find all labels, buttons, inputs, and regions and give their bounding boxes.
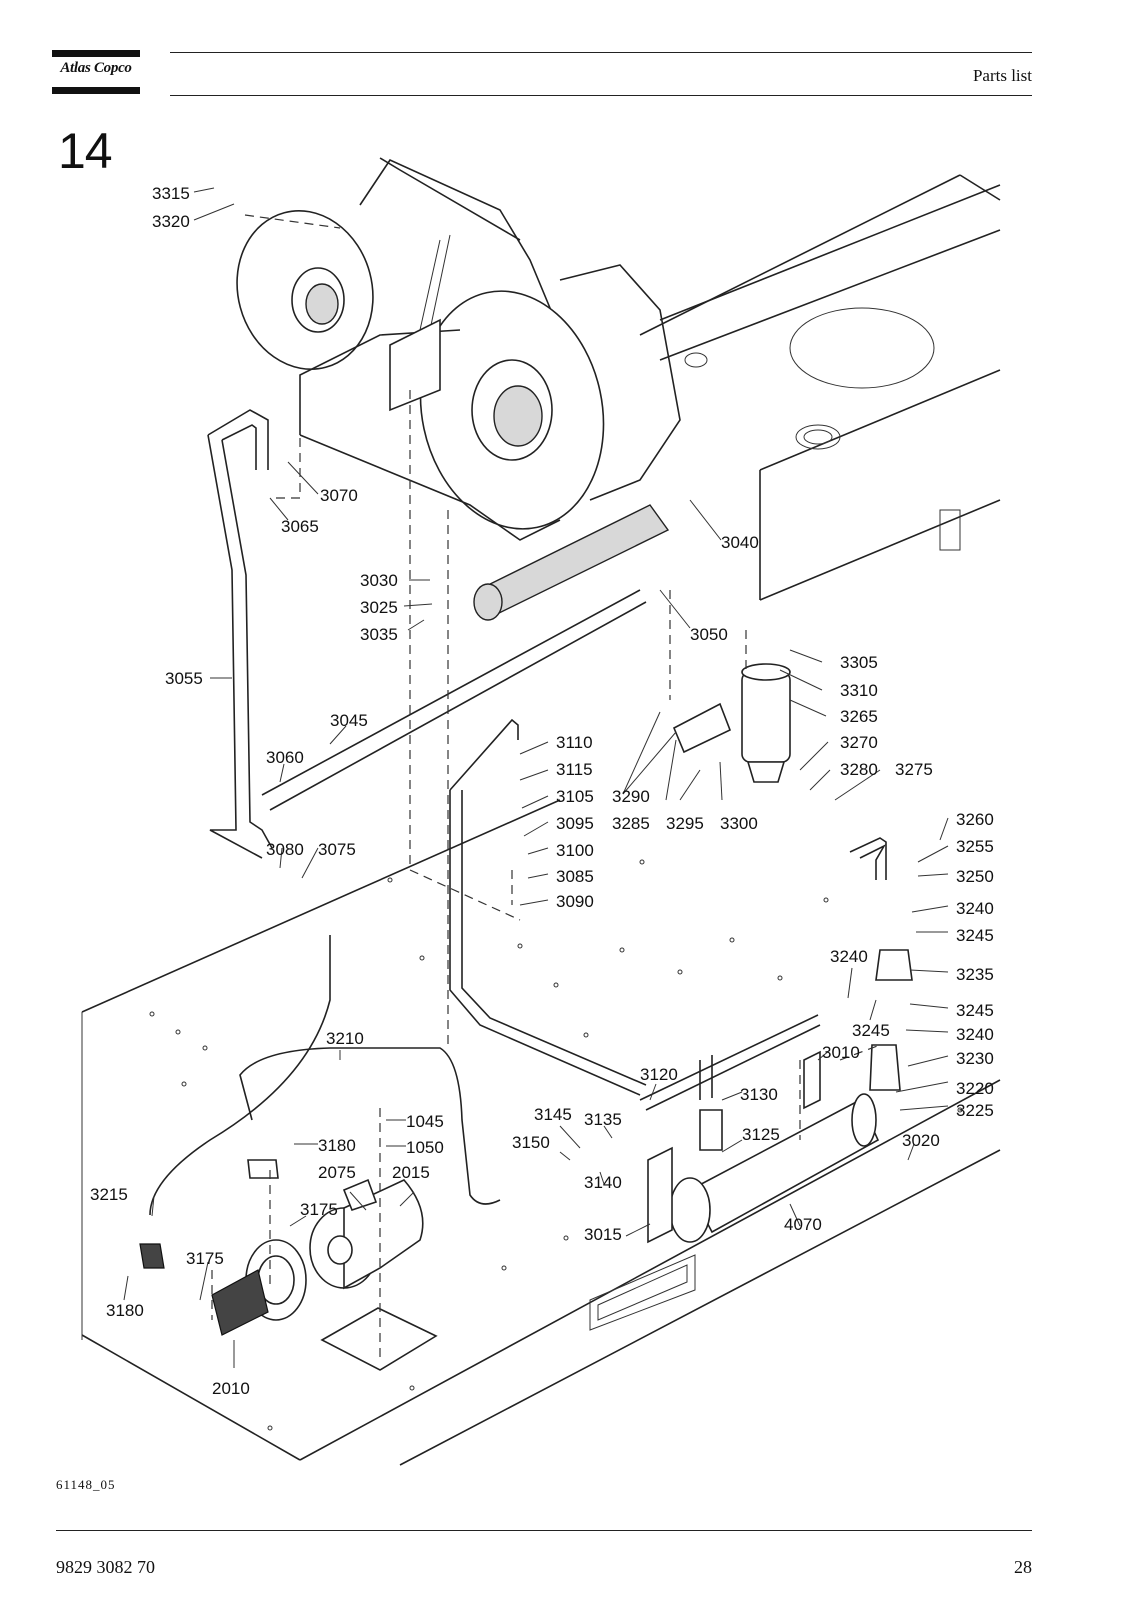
callout-3145: 3145 <box>534 1105 572 1124</box>
callout-3245-a: 3245 <box>956 926 994 945</box>
callout-3250: 3250 <box>956 867 994 886</box>
callout-3060: 3060 <box>266 748 304 767</box>
callout-3125: 3125 <box>742 1125 780 1144</box>
callout-3065: 3065 <box>281 517 319 536</box>
callout-3115: 3115 <box>556 760 593 779</box>
callout-3040: 3040 <box>721 533 759 552</box>
callout-3265: 3265 <box>840 707 878 726</box>
logo-brand-text: Atlas Copco <box>60 60 132 76</box>
callout-3120: 3120 <box>640 1065 678 1084</box>
callout-3100: 3100 <box>556 841 594 860</box>
frame-outline <box>81 174 1001 1466</box>
callout-3095: 3095 <box>556 814 594 833</box>
footer-rule <box>56 1530 1032 1531</box>
callout-3105: 3105 <box>556 787 594 806</box>
callout-3015: 3015 <box>584 1225 622 1244</box>
part-callouts: 3315 3320 3070 3065 3040 3030 3025 3035 … <box>90 184 994 1398</box>
header-title: Parts list <box>972 66 1032 85</box>
callout-3175-b: 3175 <box>186 1249 224 1268</box>
callout-3130: 3130 <box>740 1085 778 1104</box>
callout-3245-c: 3245 <box>852 1021 890 1040</box>
callout-2010: 2010 <box>212 1379 250 1398</box>
callout-3245-b: 3245 <box>956 1001 994 1020</box>
callout-1045: 1045 <box>406 1112 444 1131</box>
callout-3175-a: 3175 <box>300 1200 338 1219</box>
callout-3225: 3225 <box>956 1101 994 1120</box>
header-rule-bottom <box>170 95 1032 96</box>
callout-3025: 3025 <box>360 598 398 617</box>
callout-3030: 3030 <box>360 571 398 590</box>
callout-3275: 3275 <box>895 760 933 779</box>
callout-3090: 3090 <box>556 892 594 911</box>
base-mounting-holes <box>149 859 963 1431</box>
callout-3020: 3020 <box>902 1131 940 1150</box>
callout-3055: 3055 <box>165 669 203 688</box>
callout-3180-b: 3180 <box>106 1301 144 1320</box>
document-number: 9829 3082 70 <box>56 1557 155 1577</box>
callout-3075: 3075 <box>318 840 356 859</box>
callout-3235: 3235 <box>956 965 994 984</box>
callout-3320: 3320 <box>152 212 190 231</box>
callout-3295: 3295 <box>666 814 704 833</box>
section-number: 14 <box>58 123 113 179</box>
callout-3085: 3085 <box>556 867 594 886</box>
callout-3240-b: 3240 <box>830 947 868 966</box>
callout-3210: 3210 <box>326 1029 364 1048</box>
callout-3305: 3305 <box>840 653 878 672</box>
callout-3230: 3230 <box>956 1049 994 1068</box>
callout-3240-c: 3240 <box>956 1025 994 1044</box>
callout-3150: 3150 <box>512 1133 550 1152</box>
callout-3140: 3140 <box>584 1173 622 1192</box>
leader-lines <box>123 187 949 1368</box>
callout-3035: 3035 <box>360 625 398 644</box>
atlas-copco-logo: Atlas Copco <box>52 50 140 94</box>
callout-3135: 3135 <box>584 1110 622 1129</box>
callout-3310: 3310 <box>840 681 878 700</box>
figure-code: 61148_05 <box>56 1477 116 1492</box>
callout-3180-a: 3180 <box>318 1136 356 1155</box>
callout-1050: 1050 <box>406 1138 444 1157</box>
callout-3285: 3285 <box>612 814 650 833</box>
callout-3300: 3300 <box>720 814 758 833</box>
header-rule-top <box>170 52 1032 53</box>
callout-2075: 2075 <box>318 1163 356 1182</box>
callout-3070: 3070 <box>320 486 358 505</box>
filter-and-components <box>647 663 913 1244</box>
page-number: 28 <box>1014 1557 1032 1577</box>
pump-and-motor <box>139 1159 438 1371</box>
gearbox-housing <box>236 157 681 541</box>
callout-3220: 3220 <box>956 1079 994 1098</box>
callout-4070: 4070 <box>784 1215 822 1234</box>
callout-2015: 2015 <box>392 1163 430 1182</box>
dashed-assembly-lines <box>211 214 881 1360</box>
logo-top-bar <box>52 50 140 57</box>
pipes-and-hoses <box>149 409 887 1216</box>
callout-3050: 3050 <box>690 625 728 644</box>
callout-3290: 3290 <box>612 787 650 806</box>
callout-3080: 3080 <box>266 840 304 859</box>
callout-3260: 3260 <box>956 810 994 829</box>
callout-3240-a: 3240 <box>956 899 994 918</box>
callout-3255: 3255 <box>956 837 994 856</box>
callout-3110: 3110 <box>556 733 593 752</box>
callout-3010: 3010 <box>822 1043 860 1062</box>
logo-bottom-bar <box>52 87 140 94</box>
callout-3270: 3270 <box>840 733 878 752</box>
callout-3280: 3280 <box>840 760 878 779</box>
callout-3045: 3045 <box>330 711 368 730</box>
callout-3315: 3315 <box>152 184 190 203</box>
callout-3215: 3215 <box>90 1185 128 1204</box>
